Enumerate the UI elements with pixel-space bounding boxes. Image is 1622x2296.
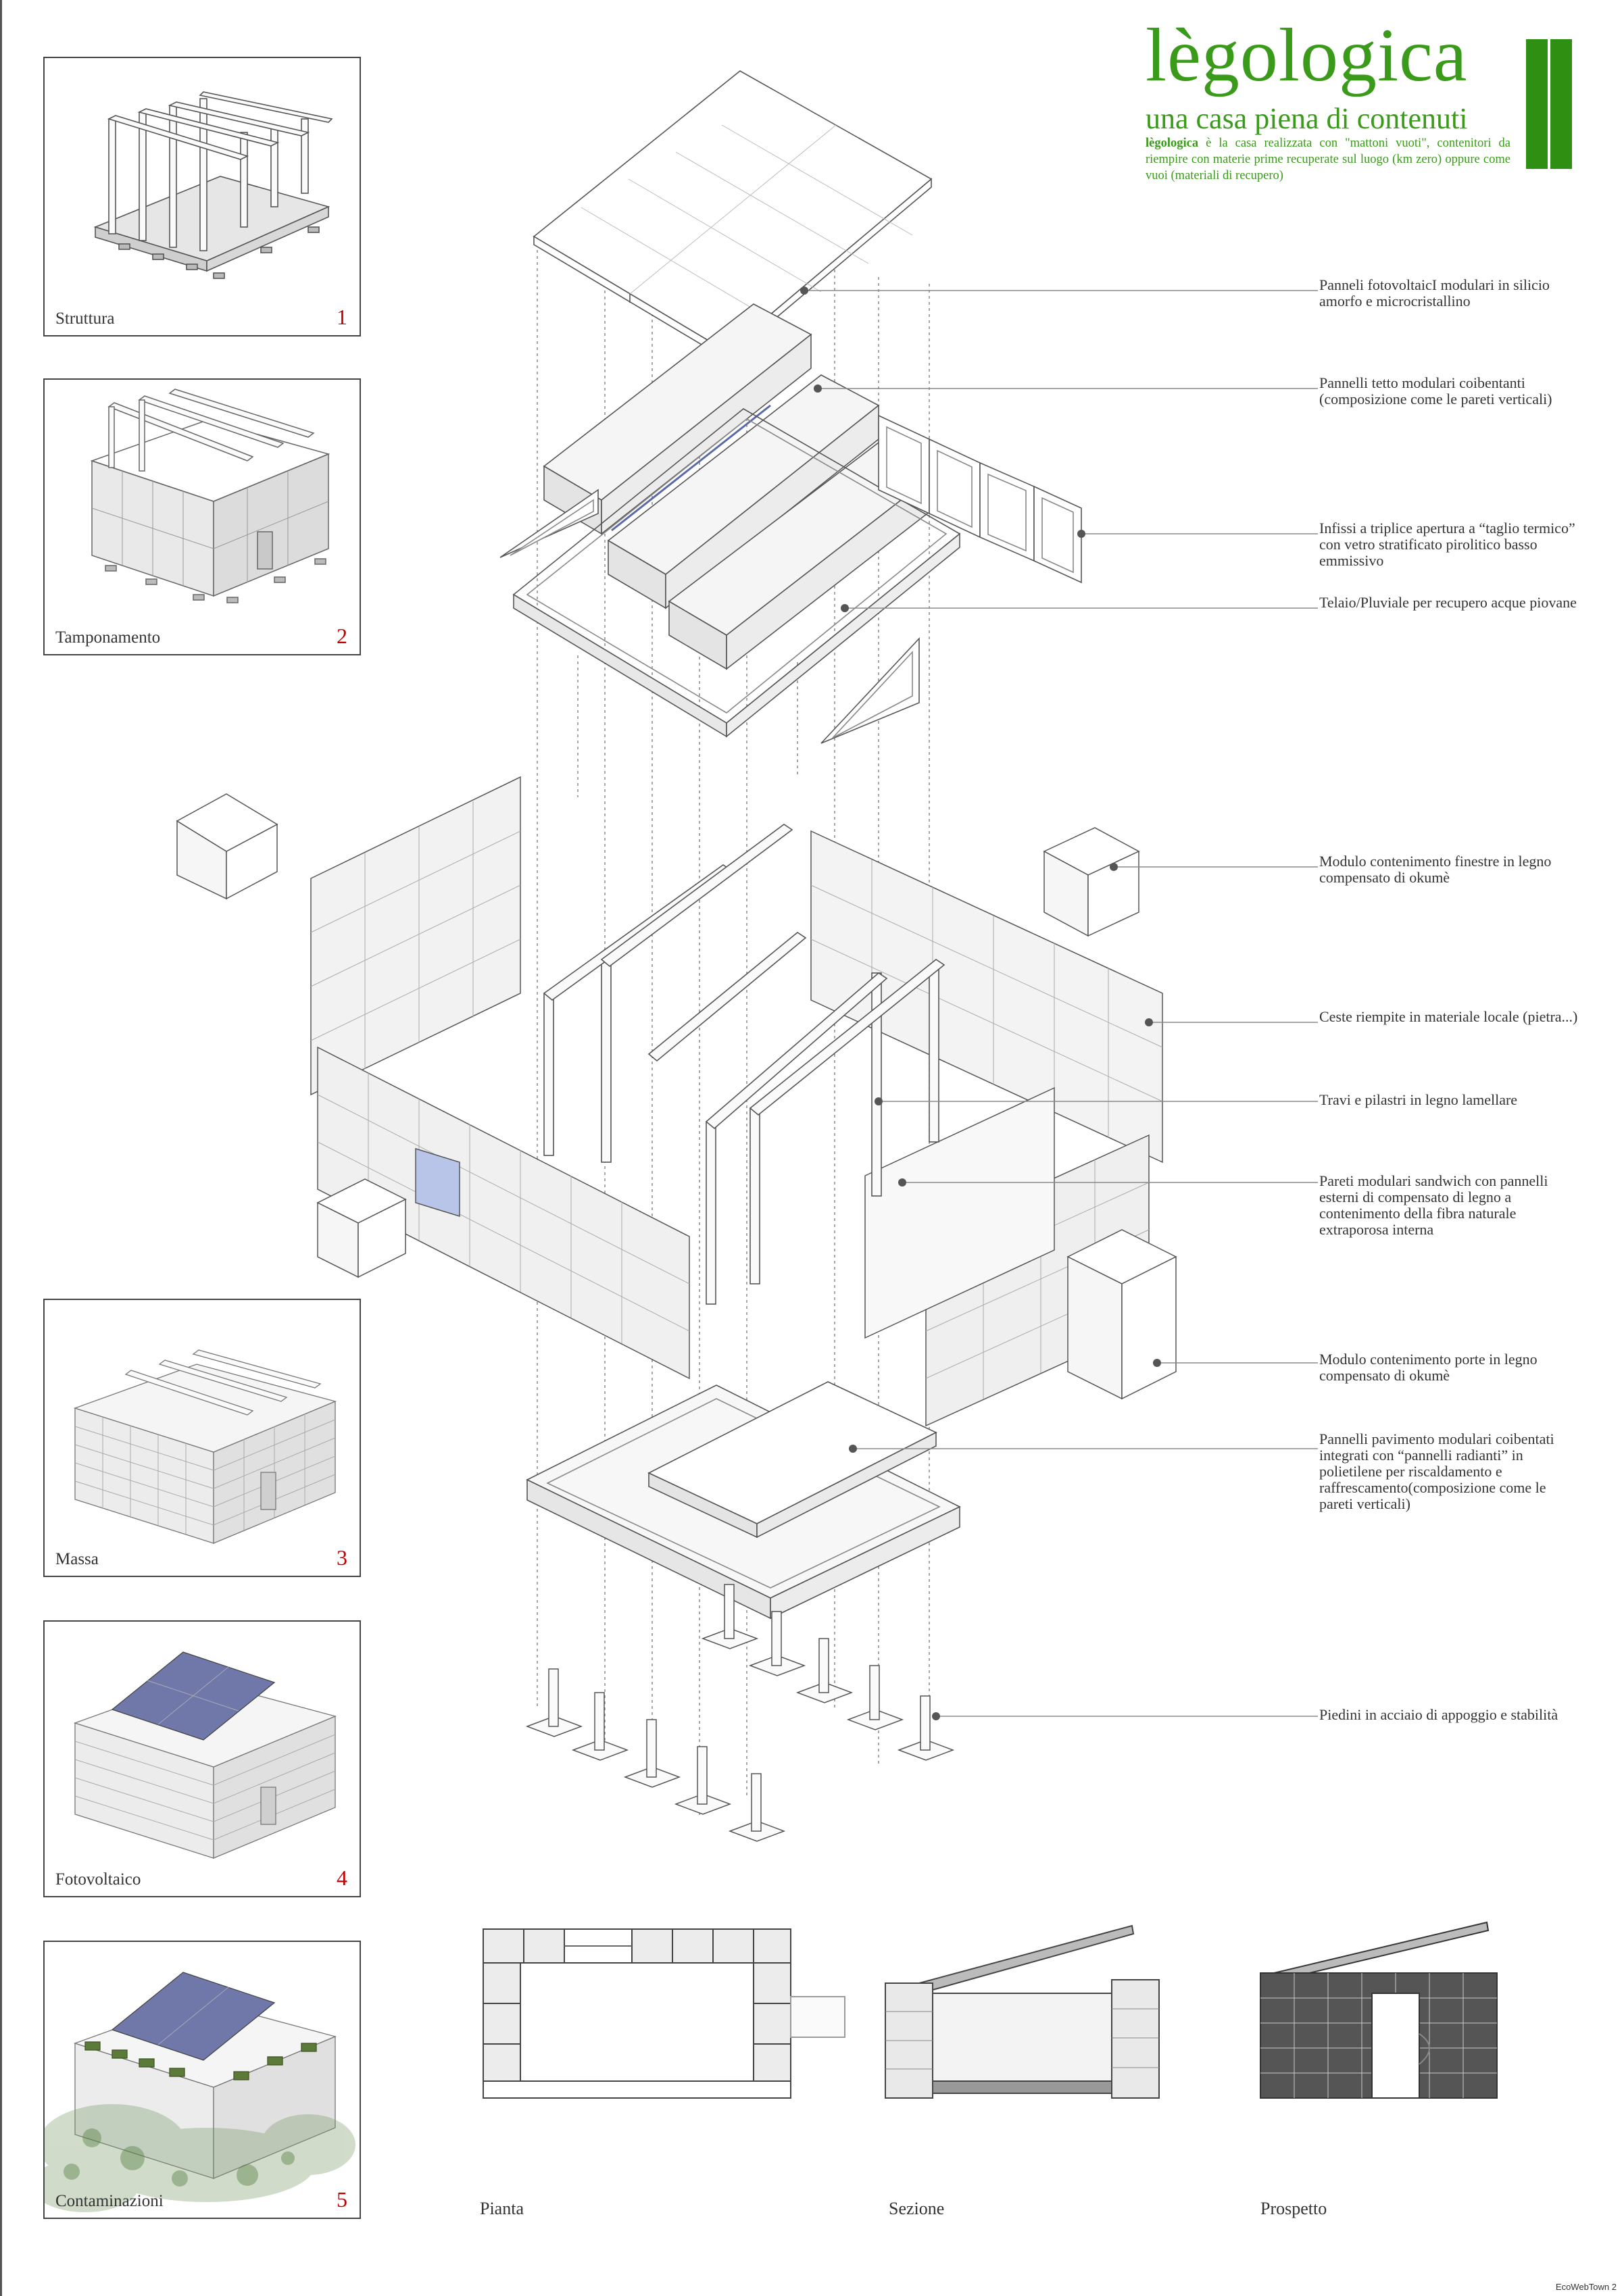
brand-subtitle: una casa piena di contenuti: [1146, 102, 1468, 135]
brand-bar-left: [1526, 39, 1548, 169]
steel-feet: [525, 1584, 955, 1842]
footer-credit: EcoWebTown 2: [1555, 2282, 1617, 2292]
window-frames: [878, 414, 1082, 584]
callout-pv-panels: Panneli fotovoltaicI modulari in silicio…: [1319, 276, 1550, 309]
callout-door-module: Modulo contenimento porte in legno compe…: [1319, 1351, 1538, 1384]
callout-sandwich-walls: Pareti modulari sandwich con pannelli es…: [1319, 1172, 1548, 1238]
tamponamento-drawing: [90, 389, 330, 603]
panel-struttura: Struttura 1: [43, 57, 361, 336]
brand-desc-bold: lègologica: [1146, 136, 1199, 150]
panel-label: Massa: [55, 1550, 99, 1568]
panel-contaminazioni: Contaminazioni 5: [43, 1941, 361, 2219]
contaminazioni-drawing: [45, 1972, 355, 2212]
floor-platform: [526, 1381, 961, 1620]
callout-roof-frame: Telaio/Pluviale per recupero acque piova…: [1319, 594, 1577, 611]
brand-description: lègologica è la casa realizzata con "mat…: [1146, 135, 1510, 184]
timber-frame: [543, 824, 945, 1305]
callout-window-module: Modulo contenimento finestre in legno co…: [1319, 853, 1552, 886]
callout-floor-panels: Pannelli pavimento modulari coibentati i…: [1319, 1430, 1554, 1512]
section-label: Sezione: [889, 2199, 945, 2218]
panel-fotovoltaico: Fotovoltaico 4: [43, 1620, 361, 1897]
panel-label: Fotovoltaico: [55, 1870, 141, 1889]
fotovoltaico-drawing: [73, 1651, 337, 1859]
plan-drawing: [483, 1928, 845, 2099]
pv-panel: [533, 70, 933, 361]
left-edge-line: [0, 0, 2, 2296]
panel-label: Tamponamento: [55, 628, 161, 647]
panel-tamponamento: Tamponamento 2: [43, 378, 361, 655]
callout-steel-feet: Piedini in acciaio di appoggio e stabili…: [1319, 1706, 1558, 1723]
callout-baskets: Ceste riempite in materiale locale (piet…: [1319, 1008, 1578, 1025]
roof-frame: [512, 408, 961, 738]
brand-block: lègologica una casa piena di contenuti l…: [1146, 14, 1524, 182]
section-drawing: [885, 1924, 1160, 2099]
elevation-drawing: [1260, 1921, 1498, 2099]
panel-label: Struttura: [55, 309, 115, 328]
brand-title: lègologica: [1146, 14, 1468, 97]
plan-label: Pianta: [480, 2199, 524, 2218]
panel-massa: Massa 3: [43, 1299, 361, 1577]
panel-number: 1: [337, 305, 347, 329]
callout-roof-panels: Pannelli tetto modulari coibentanti (com…: [1319, 374, 1552, 407]
massa-drawing: [73, 1349, 337, 1544]
callout-beams-pillars: Travi e pilastri in legno lamellare: [1319, 1091, 1518, 1108]
callout-window-frames: Infissi a triplice apertura a “taglio te…: [1319, 520, 1575, 569]
brand-desc-text: è la casa realizzata con "mattoni vuoti"…: [1146, 136, 1510, 182]
panel-number: 5: [337, 2187, 347, 2212]
basket-walls: [176, 776, 1177, 1427]
panel-label: Contaminazioni: [55, 2192, 164, 2210]
panel-number: 4: [337, 1866, 347, 1890]
struttura-drawing: [93, 91, 333, 279]
elevation-label: Prospetto: [1260, 2199, 1327, 2218]
panel-number: 3: [337, 1545, 347, 1570]
brand-bar-right: [1550, 39, 1572, 169]
triangle-windows: [499, 489, 920, 744]
panel-number: 2: [337, 624, 347, 648]
exploded-axonometry: [176, 70, 1177, 1842]
